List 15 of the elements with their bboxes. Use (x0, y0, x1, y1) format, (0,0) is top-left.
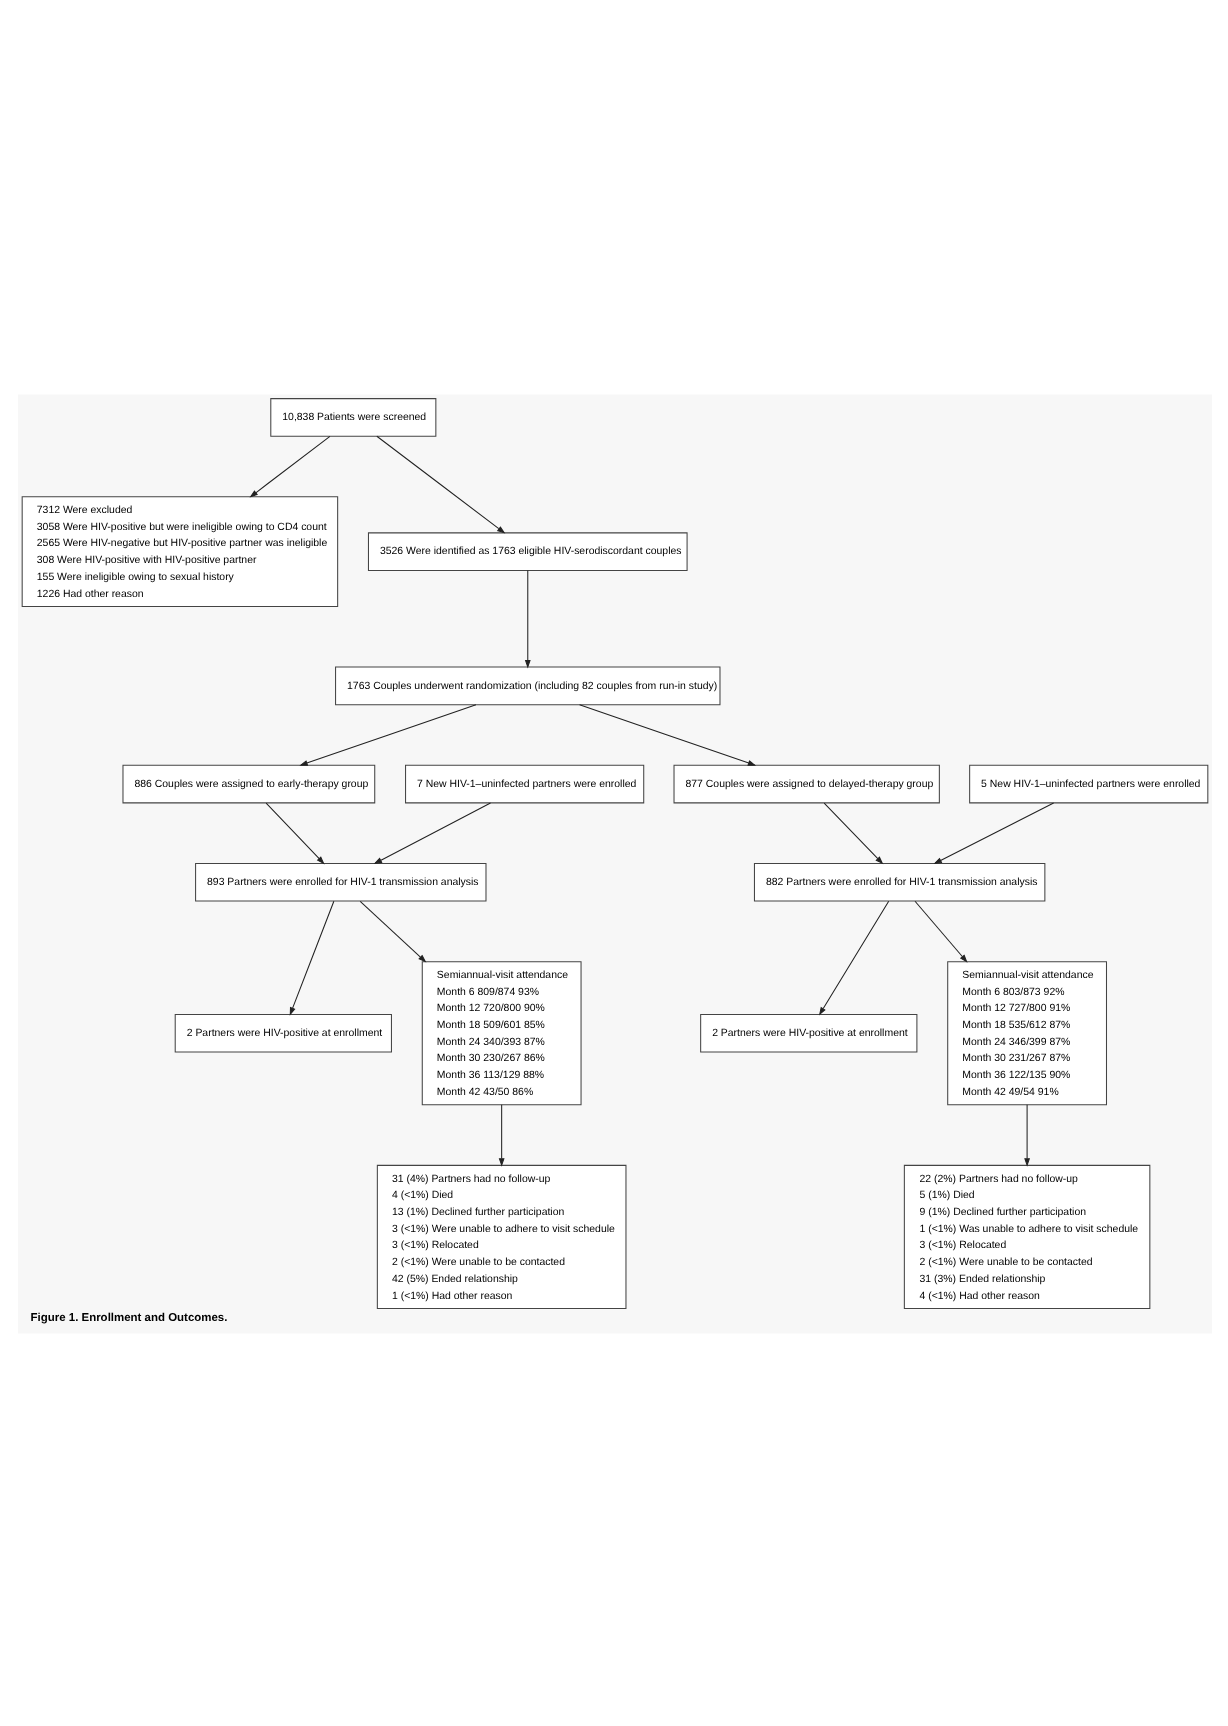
arrow (932, 801, 1054, 864)
arrow (913, 899, 967, 962)
arrow (288, 899, 334, 1015)
arrow (264, 801, 324, 864)
arrow (1023, 1103, 1030, 1166)
arrow (375, 434, 505, 533)
arrow (822, 801, 883, 864)
arrow (497, 1103, 504, 1166)
arrow (298, 703, 476, 765)
arrow (817, 899, 889, 1015)
arrow (248, 434, 330, 497)
arrow (578, 703, 756, 765)
arrow (523, 569, 530, 668)
arrow (358, 899, 426, 962)
arrow (372, 801, 490, 864)
